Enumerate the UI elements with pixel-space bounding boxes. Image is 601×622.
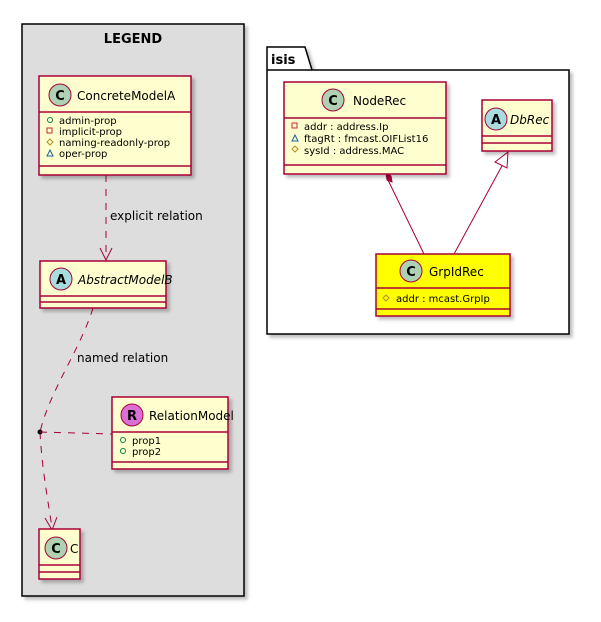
public-visibility-icon — [120, 448, 126, 454]
private-visibility-icon — [291, 122, 298, 129]
relation-model-link — [39, 431, 113, 435]
class-name: ConcreteModelA — [77, 89, 176, 103]
class-attribute: sysId : address.MAC — [304, 146, 404, 157]
class-name: AbstractModelB — [77, 273, 173, 287]
stereotype-letter: C — [55, 89, 65, 104]
named-relation-line-lower — [39, 431, 53, 529]
class-attribute: naming-readonly-prop — [59, 138, 170, 149]
package-visibility-icon — [46, 148, 54, 157]
stereotype-letter: A — [56, 273, 66, 288]
protected-visibility-icon — [46, 138, 54, 146]
stereotype-letter: C — [51, 542, 61, 557]
class-stereotype-icon — [48, 83, 72, 107]
stereotype-letter: R — [127, 409, 137, 424]
isis-title: isis — [271, 53, 296, 68]
stereotype-letter: A — [491, 113, 501, 128]
class-relation-model[interactable]: R RelationModel prop1 prop2 — [111, 396, 234, 470]
private-visibility-icon — [46, 127, 53, 134]
class-c[interactable]: C C — [38, 528, 81, 580]
class-name: DbRec — [510, 113, 550, 127]
named-relation-label: named relation — [77, 351, 168, 365]
inheritance-line — [453, 163, 504, 255]
class-attribute: prop2 — [132, 447, 161, 458]
stereotype-letter: C — [406, 265, 416, 280]
class-attribute: oper-prop — [59, 149, 107, 160]
protected-visibility-icon — [382, 294, 390, 302]
class-name: C — [70, 542, 78, 556]
class-attribute: addr : address.Ip — [304, 122, 388, 133]
class-concrete-model-a[interactable]: C ConcreteModelA admin-prop implicit-pro… — [38, 75, 192, 176]
package-visibility-icon — [291, 133, 299, 142]
composition-diamond — [385, 172, 393, 183]
abstract-stereotype-icon — [49, 267, 73, 291]
class-attribute: ftagRt : fmcast.OIFList16 — [304, 134, 428, 145]
class-node-rec[interactable]: C NodeRec addr : address.Ip ftagRt : fmc… — [283, 81, 447, 175]
class-attribute: addr : mcast.GrpIp — [396, 294, 490, 305]
class-grp-id-rec[interactable]: C GrpIdRec addr : mcast.GrpIp — [375, 253, 511, 317]
legend-title: LEGEND — [104, 32, 163, 47]
class-stereotype-icon — [399, 259, 423, 283]
stereotype-letter: C — [328, 94, 338, 109]
explicit-relation-label: explicit relation — [110, 209, 203, 223]
named-relation-line-upper — [39, 307, 94, 433]
class-name: GrpIdRec — [429, 265, 484, 279]
class-name: NodeRec — [353, 94, 406, 108]
class-db-rec[interactable]: A DbRec — [481, 99, 553, 152]
explicit-relation-arrow — [99, 247, 113, 262]
class-stereotype-icon — [44, 536, 68, 560]
inheritance-arrow — [494, 150, 509, 169]
class-name: RelationModel — [149, 409, 234, 423]
class-attribute: admin-prop — [59, 116, 117, 127]
relations: explicit relation named relation — [37, 150, 509, 532]
class-attribute: prop1 — [132, 436, 161, 447]
class-stereotype-icon — [321, 88, 345, 112]
protected-visibility-icon — [291, 145, 299, 153]
public-visibility-icon — [120, 437, 126, 443]
class-attribute: implicit-prop — [59, 127, 122, 138]
relation-stereotype-icon — [120, 403, 144, 427]
abstract-stereotype-icon — [484, 107, 508, 131]
class-abstract-model-b[interactable]: A AbstractModelB — [39, 260, 173, 309]
public-visibility-icon — [47, 117, 53, 123]
composition-line — [387, 179, 425, 255]
